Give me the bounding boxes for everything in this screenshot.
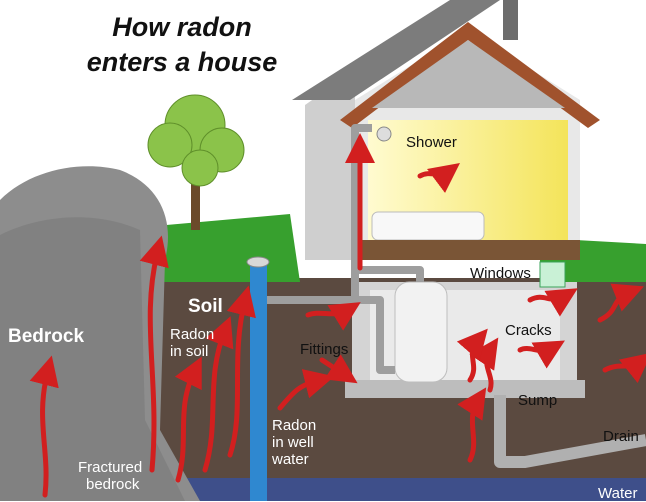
bathtub: [371, 211, 485, 241]
label-radon-in-soil-line-1: Radon: [170, 326, 215, 343]
radon-arrow: [417, 163, 461, 193]
radon-arrow: [226, 285, 256, 458]
label-cracks: Cracks: [505, 322, 552, 339]
drain-pipe: [494, 395, 646, 468]
well-pipe: [250, 262, 267, 501]
diagram-title: How radon enters a house: [52, 10, 312, 80]
supply-pipe: [265, 124, 424, 374]
label-radon-in-soil: Radon in soil: [170, 326, 214, 360]
radon-arrow: [456, 328, 488, 383]
label-fittings: Fittings: [300, 341, 349, 358]
label-bedrock: Bedrock: [8, 326, 85, 347]
radon-arrow: [457, 387, 487, 463]
well-cap: [246, 256, 270, 268]
radon-arrow: [469, 337, 499, 393]
radon-arrow: [29, 355, 59, 498]
shower-head: [376, 126, 392, 142]
title-line-1: How radon: [112, 12, 252, 42]
tree-trunk: [191, 170, 200, 230]
radon-arrow: [517, 340, 565, 369]
water-heater: [394, 281, 448, 383]
house-side-wall: [305, 70, 355, 260]
label-well-line-3: water: [272, 451, 309, 468]
basement-window: [539, 261, 566, 288]
radon-arrow: [202, 316, 234, 473]
radon-arrow: [277, 369, 335, 411]
bedrock-shading: [0, 217, 185, 501]
label-fractured-line-1: Fractured: [78, 459, 143, 476]
radon-arrow: [139, 235, 169, 473]
title-line-2: enters a house: [86, 47, 278, 77]
label-soil: Soil: [188, 296, 223, 317]
tree-crown: [147, 94, 245, 187]
radon-arrow: [305, 302, 361, 331]
roof: [292, 0, 500, 100]
chimney: [503, 0, 518, 40]
radon-arrow: [174, 356, 202, 483]
label-radon-in-well-water: Radon in well water: [272, 417, 316, 468]
attic: [372, 40, 565, 108]
radon-arrow: [319, 354, 358, 384]
floor: [355, 240, 580, 260]
radon-arrow: [527, 288, 578, 317]
label-radon-in-soil-line-2: in soil: [170, 343, 209, 360]
label-fractured-line-2: bedrock: [86, 476, 140, 493]
label-drain: Drain: [603, 428, 639, 445]
radon-arrow: [597, 283, 644, 323]
roof-front: [340, 22, 600, 128]
label-shower: Shower: [406, 134, 457, 151]
label-water: Water: [598, 485, 638, 502]
radon-arrow: [602, 352, 646, 384]
label-fractured-bedrock: Fractured bedrock: [78, 459, 142, 493]
label-well-line-2: in well: [272, 434, 314, 451]
label-well-line-1: Radon: [272, 417, 317, 434]
label-windows: Windows: [470, 265, 531, 282]
radon-arrows: [29, 133, 646, 498]
label-sump: Sump: [518, 392, 558, 409]
